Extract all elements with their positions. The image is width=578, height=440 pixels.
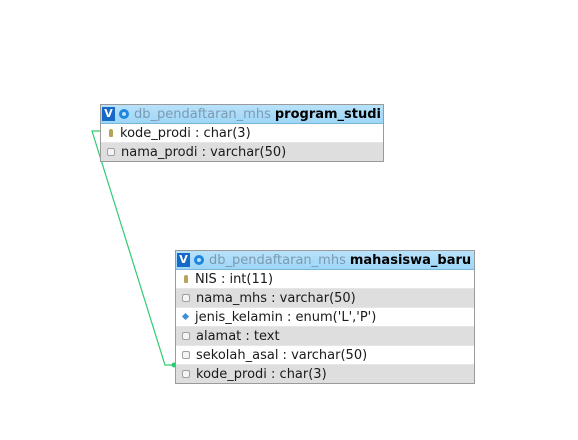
database-name: db_pendaftaran_mhs: [209, 252, 346, 268]
column-row[interactable]: kode_prodi : char(3): [176, 364, 474, 383]
column-label: kode_prodi : char(3): [120, 125, 251, 141]
column-icon: [182, 351, 190, 359]
column-row[interactable]: nama_mhs : varchar(50): [176, 288, 474, 307]
table-program-studi[interactable]: V db_pendaftaran_mhs program_studi kode_…: [100, 104, 384, 162]
table-mahasiswa-baru[interactable]: V db_pendaftaran_mhs mahasiswa_baru NIS …: [175, 250, 475, 384]
column-label: NIS : int(11): [195, 271, 274, 287]
column-row[interactable]: NIS : int(11): [176, 270, 474, 288]
column-icon: [182, 294, 190, 302]
enum-icon: [181, 312, 191, 322]
column-icon: [182, 332, 190, 340]
column-row[interactable]: sekolah_asal : varchar(50): [176, 345, 474, 364]
table-header[interactable]: V db_pendaftaran_mhs mahasiswa_baru: [176, 251, 474, 270]
table-header[interactable]: V db_pendaftaran_mhs program_studi: [101, 105, 383, 124]
column-icon: [107, 148, 115, 156]
column-label: nama_mhs : varchar(50): [196, 290, 356, 306]
column-label: sekolah_asal : varchar(50): [196, 347, 368, 363]
toggle-icon[interactable]: V: [102, 107, 115, 121]
toggle-icon[interactable]: V: [177, 253, 190, 267]
column-row[interactable]: alamat : text: [176, 326, 474, 345]
column-label: alamat : text: [196, 328, 280, 344]
table-name: mahasiswa_baru: [349, 252, 472, 268]
gear-icon[interactable]: [118, 108, 130, 120]
table-name: program_studi: [274, 106, 382, 122]
column-list: NIS : int(11) nama_mhs : varchar(50) jen…: [176, 270, 474, 383]
gear-icon[interactable]: [193, 254, 205, 266]
column-row[interactable]: kode_prodi : char(3): [101, 124, 383, 142]
column-label: kode_prodi : char(3): [196, 366, 327, 382]
key-icon: [106, 128, 116, 138]
column-label: nama_prodi : varchar(50): [121, 144, 287, 160]
column-row[interactable]: jenis_kelamin : enum('L','P'): [176, 307, 474, 326]
column-row[interactable]: nama_prodi : varchar(50): [101, 142, 383, 161]
key-icon: [181, 274, 191, 284]
database-name: db_pendaftaran_mhs: [134, 106, 271, 122]
column-label: jenis_kelamin : enum('L','P'): [195, 309, 377, 325]
column-icon: [182, 370, 190, 378]
column-list: kode_prodi : char(3) nama_prodi : varcha…: [101, 124, 383, 161]
